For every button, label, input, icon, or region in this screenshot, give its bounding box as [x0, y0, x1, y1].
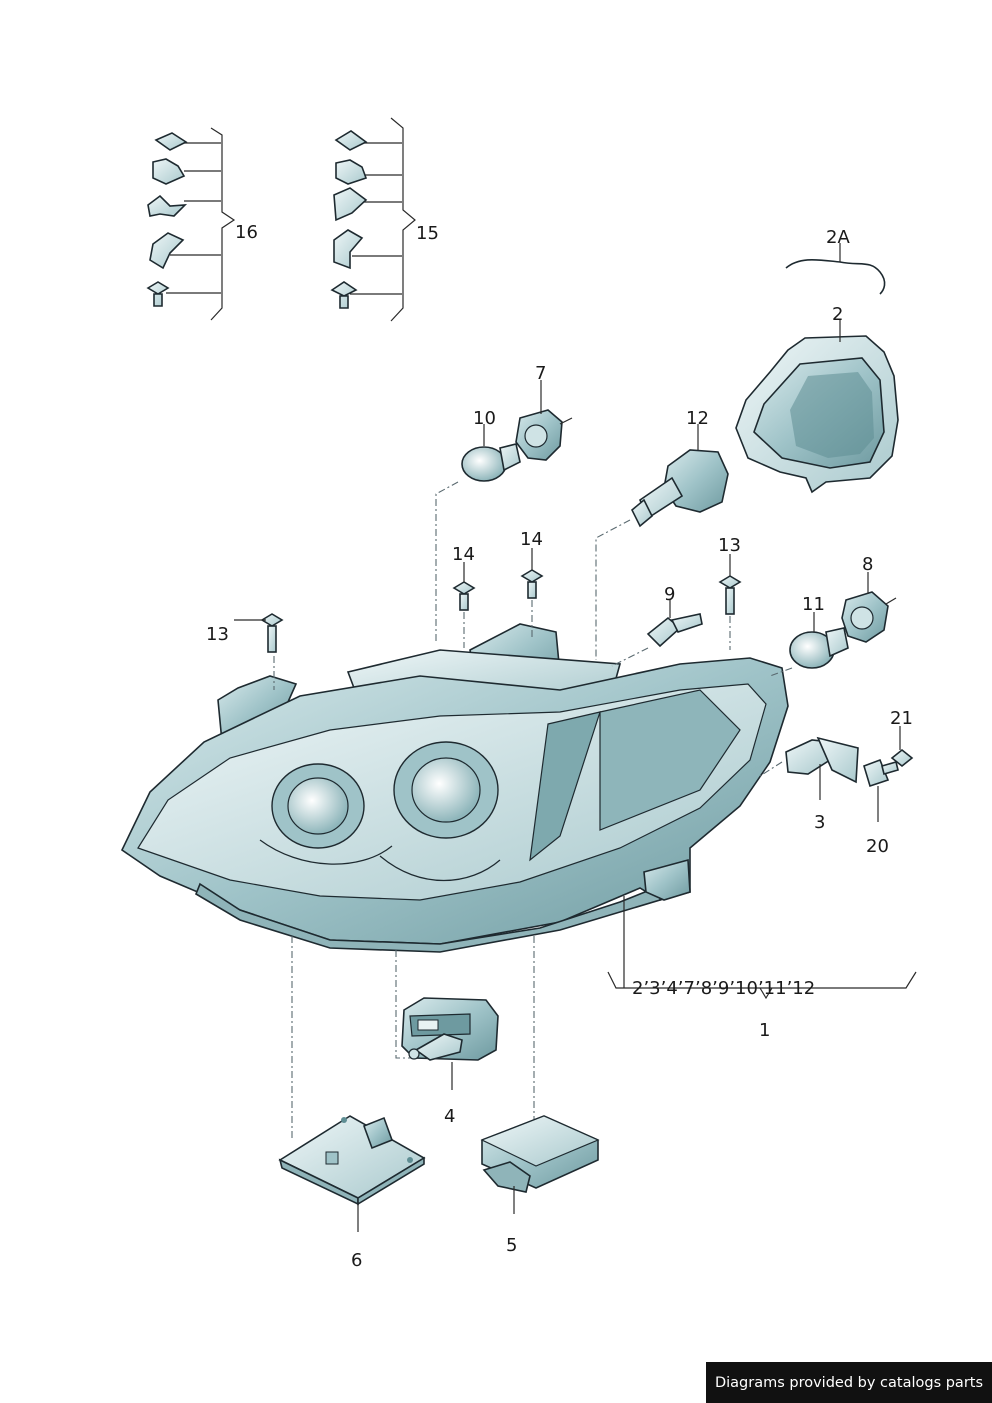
label-11: 11 — [802, 594, 825, 615]
label-13a: 13 — [206, 624, 229, 645]
credit-banner: Diagrams provided by catalogs parts — [706, 1362, 992, 1403]
label-14a: 14 — [452, 544, 475, 565]
label-20: 20 — [866, 836, 889, 857]
bulb-11 — [789, 627, 849, 669]
label-1-contents: 2’3’4’7’8’9’10’11’12 — [632, 978, 815, 999]
xenon-bulb-12 — [631, 449, 729, 528]
label-3: 3 — [814, 812, 825, 833]
screw-13b — [718, 575, 742, 615]
label-6: 6 — [351, 1250, 362, 1271]
label-10: 10 — [473, 408, 496, 429]
label-2: 2 — [832, 304, 843, 325]
label-9: 9 — [664, 584, 675, 605]
label-2a: 2A — [826, 227, 850, 248]
label-12: 12 — [686, 408, 709, 429]
control-module-6 — [278, 1115, 426, 1206]
label-5: 5 — [506, 1235, 517, 1256]
bulb-socket-8 — [841, 591, 897, 643]
fastener-kit-16 — [146, 127, 236, 321]
label-1: 1 — [759, 1020, 770, 1041]
fastener-kit-15 — [330, 117, 416, 322]
label-13b: 13 — [718, 535, 741, 556]
igniter-4 — [401, 997, 499, 1061]
label-16: 16 — [235, 222, 258, 243]
seal-wire-2a — [785, 258, 886, 295]
bulb-socket-7 — [515, 409, 573, 461]
label-8: 8 — [862, 554, 873, 575]
screw-14a — [452, 581, 476, 611]
label-4: 4 — [444, 1106, 455, 1127]
assembly-lines — [273, 481, 793, 1140]
bulb-9 — [646, 613, 703, 648]
headlight-assembly-1 — [120, 623, 789, 953]
rear-cover-2 — [735, 335, 899, 494]
label-21: 21 — [890, 708, 913, 729]
screw-14b — [520, 569, 544, 599]
control-unit-5 — [480, 1115, 600, 1193]
bulb-10 — [461, 443, 521, 482]
bracket-3 — [785, 736, 859, 784]
screw-21 — [881, 748, 914, 775]
label-7: 7 — [535, 363, 546, 384]
label-15: 15 — [416, 223, 439, 244]
label-14b: 14 — [520, 529, 543, 550]
screw-13a — [260, 613, 284, 653]
